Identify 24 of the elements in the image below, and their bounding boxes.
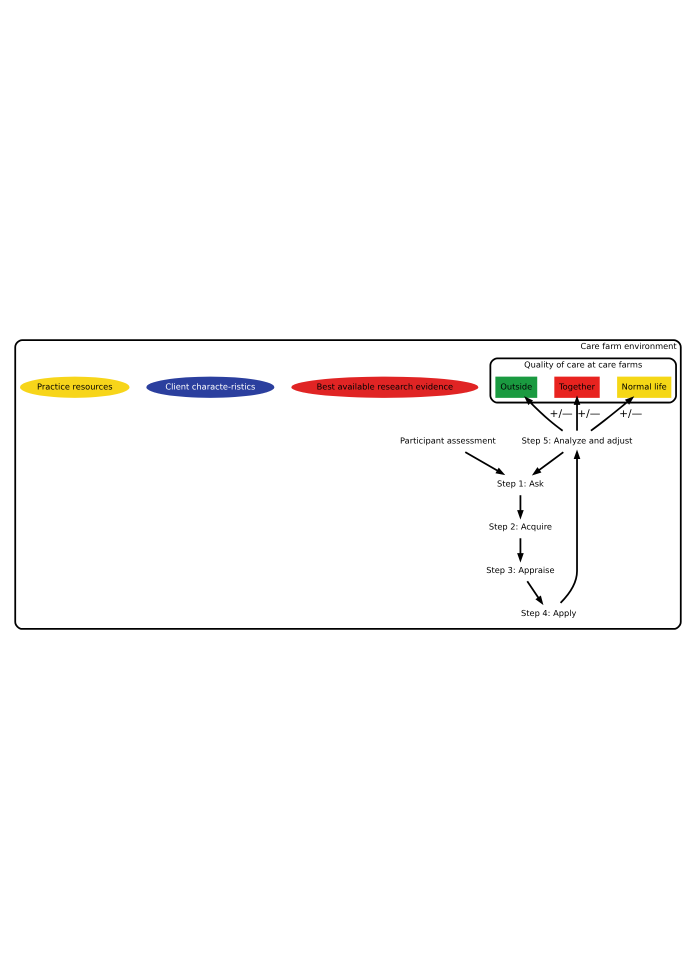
node-box: Outside [495,376,538,398]
edge-label: +/— [619,406,642,420]
node-ellipse: Practice resources [20,376,130,398]
node-text: Step 2: Acquire [488,522,552,532]
arrow [464,451,506,476]
arrow [517,538,524,563]
arrow [574,395,580,431]
edge-label: +/— [550,406,573,420]
arrow [526,580,544,606]
node-text: Step 1: Ask [497,478,544,489]
node-ellipse: Client characte-ristics [146,376,274,398]
node-box: Together [554,376,600,398]
arrow [524,396,564,432]
node-box: Normal life [617,376,672,398]
edge-label: +/— [577,406,600,420]
arrow [590,396,634,432]
node-text: Step 4: Apply [521,608,576,618]
node-ellipse: Best available research evidence [291,376,478,398]
arrow [560,450,580,604]
node-text: Participant assessment [400,436,496,446]
arrow [517,495,524,520]
arrow [532,451,564,476]
node-text: Step 3: Appraise [486,564,555,575]
node-text: Step 5: Analyze and adjust [522,436,632,446]
